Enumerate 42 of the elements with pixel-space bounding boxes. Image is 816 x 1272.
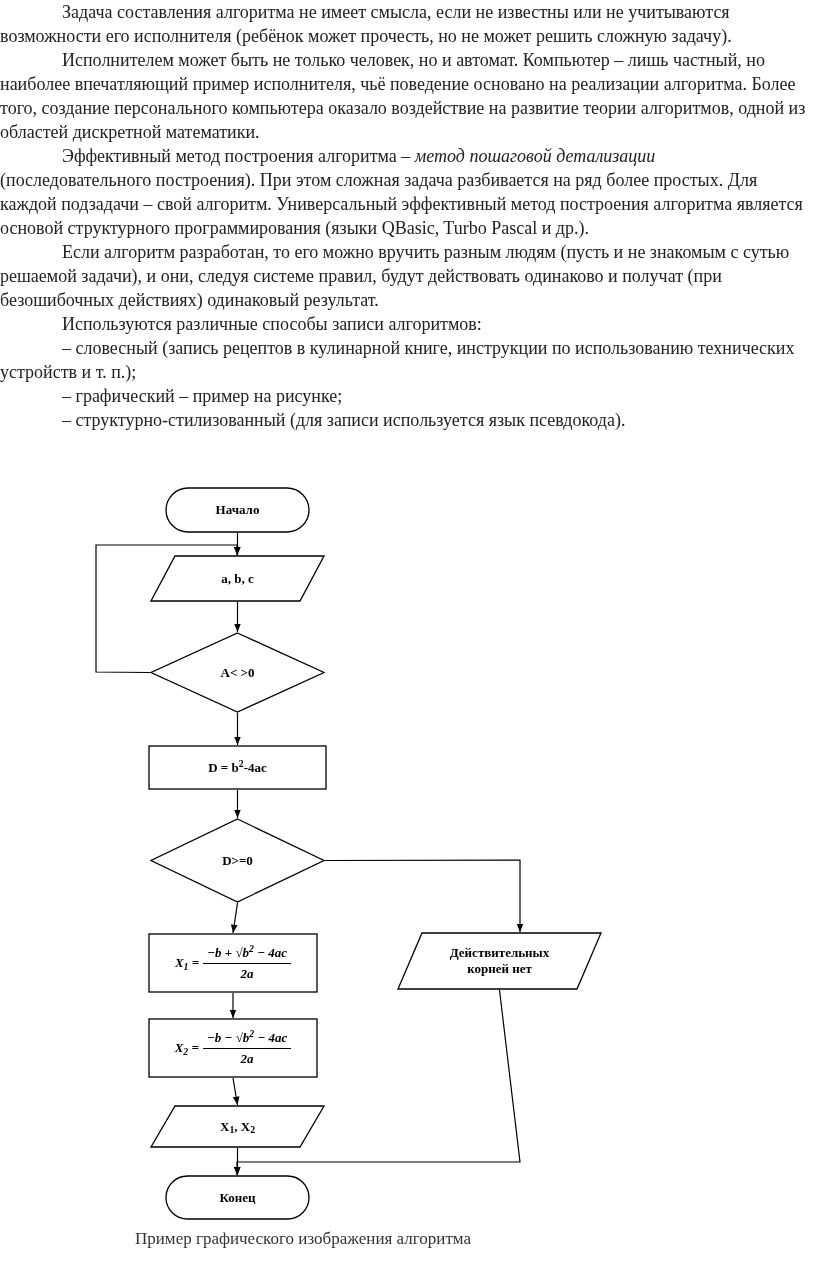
node-label: D = b$^{2}$-4ac xyxy=(208,759,267,776)
process-box xyxy=(148,745,327,790)
arrow xyxy=(234,712,241,746)
denominator-text: 2a xyxy=(240,1049,254,1068)
arrow xyxy=(230,902,239,934)
arrow xyxy=(234,601,241,633)
terminator-shape xyxy=(165,487,310,533)
node-label: a, b, c xyxy=(221,570,254,587)
process-box xyxy=(148,933,318,993)
node-label: X$_{1}$, X$_{2}$ xyxy=(220,1118,255,1135)
paragraph: Задача составления алгоритма не имеет смысла, если не известны или не учитываются возможности его исполнителя (ребёнок может прочесть, но не может решить сложную задачу). xyxy=(0,1,733,48)
input-output-parallelogram xyxy=(150,555,325,602)
terminator-shape xyxy=(165,1175,310,1220)
formula-text: X$_{1}$ = xyxy=(174,954,200,973)
caption: Пример графического изображения алгоритма xyxy=(135,1228,471,1250)
node-label: D>=0 xyxy=(222,852,253,869)
arrow xyxy=(95,544,241,674)
numerator-text: −b − √b$^{2}$ − 4ac xyxy=(202,1027,292,1049)
paragraph: – словесный (запись рецептов в кулинарной книге, инструкции по использованию технических устройств и т. п.); xyxy=(0,337,796,384)
decision-diamond xyxy=(150,818,325,903)
arrow xyxy=(229,992,237,1019)
paragraph: Используются различные способы записи алгоритмов: xyxy=(61,313,483,336)
node-label: Начало xyxy=(215,502,260,518)
paragraph: – структурно-стилизованный (для записи используется язык псевдокода). xyxy=(61,409,627,432)
process-box xyxy=(148,1018,318,1078)
node-label: Конец xyxy=(219,1189,256,1206)
paragraph: Если алгоритм разработан, то его можно вручить разным людям (пусть и не знакомым с сутью решаемой задачи), и они, следуя системе правил, будут действовать одинаково и получат (при безошибочных действиях) одинаковый результат. xyxy=(0,241,791,312)
formula-text: X$_{2}$ = xyxy=(174,1039,199,1058)
paragraph: Исполнителем может быть не только человек, но и автомат. Компьютер – лишь частный, но наиболее впечатляющий пример исполнителя, чьё поведение основано на реализации алгоритма. Более того, создание персонального компьютера оказало воздействие на развитие теории алгоритмов, одной из областей дискретной математики. xyxy=(0,49,806,144)
decision-diamond xyxy=(150,632,325,713)
paragraph: – графический – пример на рисунке; xyxy=(61,385,344,408)
arrow xyxy=(234,789,241,819)
input-output-parallelogram xyxy=(150,1105,325,1148)
paragraph: Эффективный метод построения алгоритма – метод пошаговой детализации (последовательного построения). При этом сложная задача разбивается на ряд более простых. Для каждой подзадачи – свой алгоритм. Универсальный эффективный метод построения алгоритма является основой структурного программирования (языки QBasic, Turbo Pascal и др.). xyxy=(0,145,804,240)
arrow xyxy=(324,859,524,933)
numerator-text: −b + √b$^{2}$ − 4ac xyxy=(203,942,292,964)
arrow xyxy=(232,1077,240,1106)
node-label: A< >0 xyxy=(220,664,255,681)
denominator-text: 2a xyxy=(240,964,254,983)
arrow xyxy=(233,989,521,1176)
input-output-parallelogram xyxy=(397,932,602,990)
node-label: Действительных корней нет xyxy=(448,945,551,977)
